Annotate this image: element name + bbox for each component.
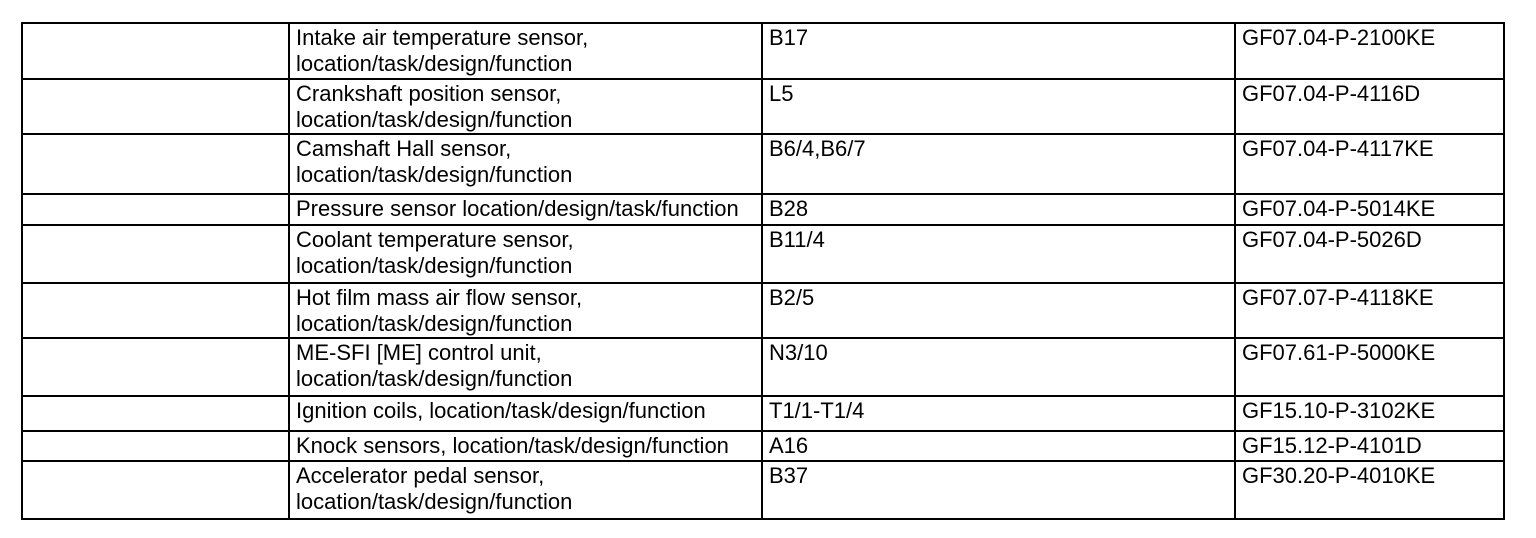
document-number-cell: GF15.12-P-4101D — [1234, 430, 1505, 462]
table-row: Hot film mass air flow sensor, location/… — [21, 282, 1505, 339]
table-row: Crankshaft position sensor, location/tas… — [21, 78, 1505, 135]
component-code-cell: B11/4 — [761, 224, 1236, 284]
description-cell: Pressure sensor location/design/task/fun… — [288, 193, 763, 226]
description-cell: Accelerator pedal sensor, location/task/… — [288, 460, 763, 520]
table-row: Camshaft Hall sensor, location/task/desi… — [21, 133, 1505, 195]
table-row: Ignition coils, location/task/design/fun… — [21, 395, 1505, 432]
document-number-cell: GF07.04-P-2100KE — [1234, 22, 1505, 80]
document-number-cell: GF07.04-P-4117KE — [1234, 133, 1505, 195]
component-function-table: Intake air temperature sensor, location/… — [21, 22, 1505, 520]
document-number-cell: GF30.20-P-4010KE — [1234, 460, 1505, 520]
description-cell: Intake air temperature sensor, location/… — [288, 22, 763, 80]
table-row: ME-SFI [ME] control unit, location/task/… — [21, 337, 1505, 397]
document-number-cell: GF07.04-P-5026D — [1234, 224, 1505, 284]
description-cell: Knock sensors, location/task/design/func… — [288, 430, 763, 462]
description-cell: Ignition coils, location/task/design/fun… — [288, 395, 763, 432]
component-code-cell: B28 — [761, 193, 1236, 226]
component-code-cell: B17 — [761, 22, 1236, 80]
section-cell — [21, 133, 290, 195]
component-code-cell: T1/1-T1/4 — [761, 395, 1236, 432]
component-code-cell: B37 — [761, 460, 1236, 520]
table-row: Pressure sensor location/design/task/fun… — [21, 193, 1505, 226]
section-cell — [21, 22, 290, 80]
section-cell — [21, 78, 290, 135]
document-number-cell: GF07.04-P-5014KE — [1234, 193, 1505, 226]
table-row: Intake air temperature sensor, location/… — [21, 22, 1505, 80]
component-code-cell: N3/10 — [761, 337, 1236, 397]
description-cell: ME-SFI [ME] control unit, location/task/… — [288, 337, 763, 397]
description-cell: Hot film mass air flow sensor, location/… — [288, 282, 763, 339]
description-cell: Camshaft Hall sensor, location/task/desi… — [288, 133, 763, 195]
section-cell — [21, 460, 290, 520]
table-row: Coolant temperature sensor, location/tas… — [21, 224, 1505, 284]
document-number-cell: GF07.07-P-4118KE — [1234, 282, 1505, 339]
component-code-cell: A16 — [761, 430, 1236, 462]
component-code-cell: B6/4,B6/7 — [761, 133, 1236, 195]
document-number-cell: GF15.10-P-3102KE — [1234, 395, 1505, 432]
document-number-cell: GF07.61-P-5000KE — [1234, 337, 1505, 397]
table-row: Knock sensors, location/task/design/func… — [21, 430, 1505, 462]
description-cell: Coolant temperature sensor, location/tas… — [288, 224, 763, 284]
section-cell — [21, 193, 290, 226]
component-code-cell: B2/5 — [761, 282, 1236, 339]
section-cell — [21, 224, 290, 284]
section-cell — [21, 282, 290, 339]
section-cell — [21, 395, 290, 432]
section-cell — [21, 430, 290, 462]
description-cell: Crankshaft position sensor, location/tas… — [288, 78, 763, 135]
table-row: Accelerator pedal sensor, location/task/… — [21, 460, 1505, 520]
document-number-cell: GF07.04-P-4116D — [1234, 78, 1505, 135]
component-code-cell: L5 — [761, 78, 1236, 135]
section-cell — [21, 337, 290, 397]
